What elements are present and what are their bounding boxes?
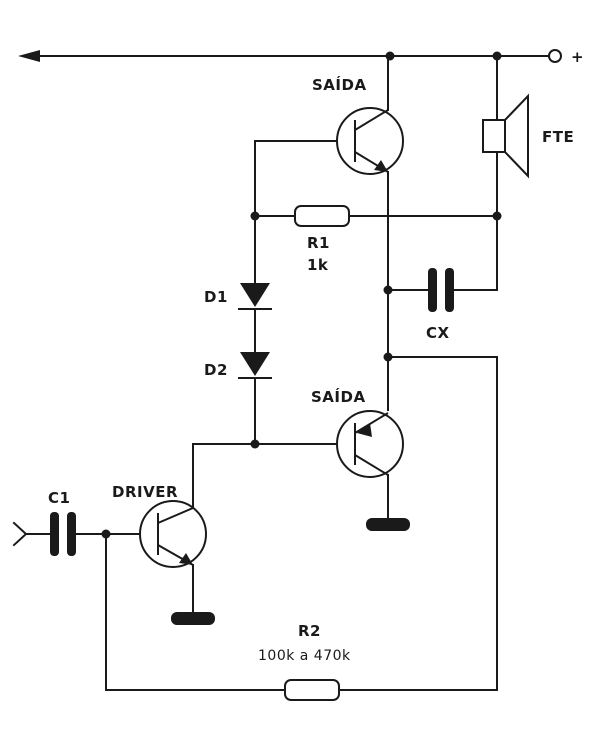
d2-label: D2: [204, 361, 228, 379]
r2-name-label: R2: [298, 622, 321, 640]
capacitor-icon: [50, 512, 76, 556]
r1-value-label: 1k: [307, 256, 329, 274]
driver-label: DRIVER: [112, 483, 178, 501]
capacitor-icon: [428, 268, 454, 312]
r1-name-label: R1: [307, 234, 330, 252]
ground-icon: [171, 612, 215, 625]
npn-transistor-icon: [139, 500, 207, 568]
rail-arrow-icon: [18, 50, 40, 62]
resistor-icon: [294, 205, 350, 227]
output-bottom-label: SAÍDA: [311, 387, 366, 406]
speaker-icon: [482, 93, 529, 179]
ground-icon: [366, 518, 410, 531]
resistor-icon: [284, 679, 340, 701]
positive-label: +: [571, 48, 584, 66]
input-terminal-icon: [12, 521, 28, 547]
diode-icon: [238, 283, 272, 310]
d1-label: D1: [204, 288, 228, 306]
supply-rail: [18, 49, 562, 63]
c1-label: C1: [48, 489, 70, 507]
r2-value-label: 100k a 470k: [258, 648, 351, 664]
positive-terminal: [548, 49, 562, 63]
diode-icon: [238, 352, 272, 379]
npn-transistor-icon: [336, 107, 404, 175]
pnp-transistor-icon: [336, 410, 404, 478]
cx-label: CX: [426, 324, 450, 342]
output-top-label: SAÍDA: [312, 75, 367, 94]
speaker-label: FTE: [542, 128, 574, 146]
